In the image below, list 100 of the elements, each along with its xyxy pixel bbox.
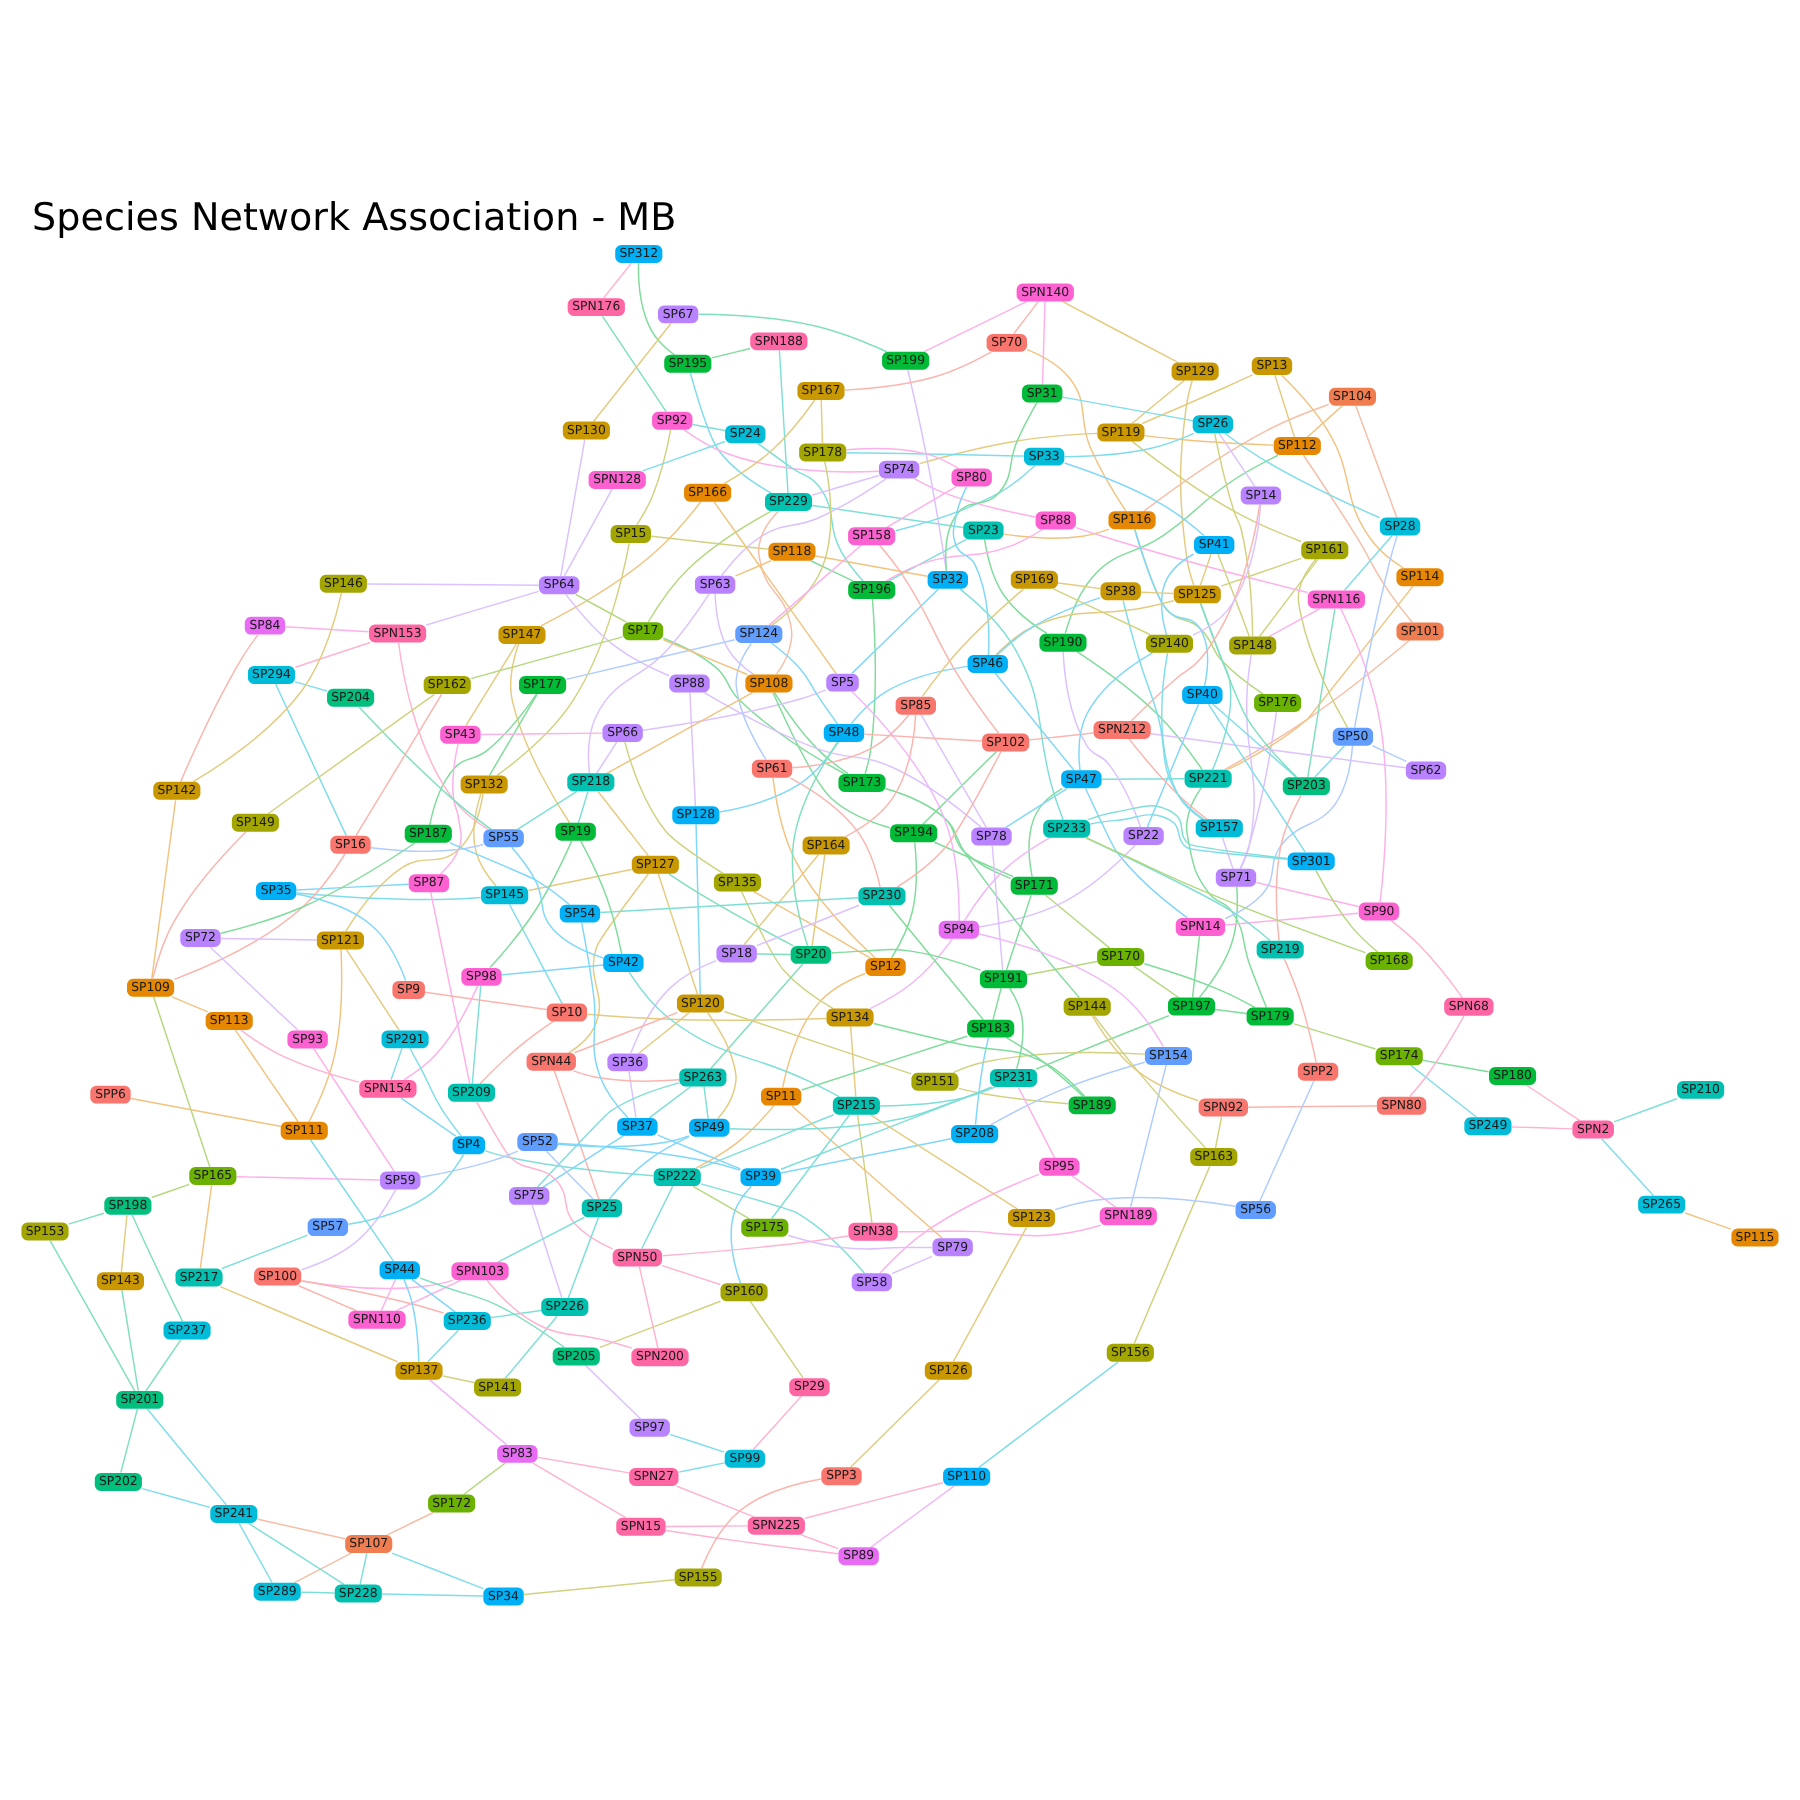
connector bbox=[869, 1114, 1019, 1210]
connector bbox=[1064, 454, 1279, 635]
connector bbox=[479, 1020, 554, 1085]
connector bbox=[542, 1135, 624, 1188]
connector bbox=[121, 1289, 139, 1392]
connector bbox=[508, 903, 563, 1005]
connector bbox=[1063, 462, 1205, 537]
connector bbox=[913, 477, 1036, 518]
connector bbox=[608, 1136, 690, 1200]
connector bbox=[300, 1591, 336, 1594]
connector bbox=[1005, 787, 1068, 828]
connector bbox=[1199, 602, 1298, 778]
connector bbox=[152, 831, 247, 980]
connector bbox=[471, 985, 482, 1085]
connector bbox=[1085, 837, 1367, 954]
connector bbox=[720, 478, 887, 577]
connector bbox=[442, 1375, 475, 1384]
connector bbox=[692, 1185, 750, 1220]
connector bbox=[424, 991, 548, 1011]
connector bbox=[1141, 374, 1254, 425]
connector bbox=[1221, 836, 1234, 870]
connector bbox=[234, 1029, 299, 1123]
connector bbox=[1224, 745, 1354, 920]
connector bbox=[1093, 1015, 1206, 1149]
connector bbox=[770, 642, 839, 725]
connector bbox=[650, 535, 769, 550]
connector bbox=[638, 1266, 659, 1349]
connector bbox=[49, 1239, 136, 1392]
connector bbox=[1224, 639, 1410, 771]
connector bbox=[791, 714, 910, 769]
connector bbox=[1005, 894, 1032, 971]
connector bbox=[772, 777, 876, 959]
connector bbox=[386, 1511, 434, 1536]
connector bbox=[430, 891, 471, 1085]
connector bbox=[695, 823, 701, 996]
connector bbox=[527, 868, 633, 892]
connector bbox=[642, 689, 827, 731]
connector bbox=[1224, 432, 1381, 519]
connector bbox=[312, 1048, 395, 1173]
connector bbox=[1218, 432, 1256, 488]
connector bbox=[780, 1138, 952, 1174]
connector bbox=[695, 1104, 775, 1169]
connector bbox=[347, 1153, 465, 1226]
connector bbox=[1129, 1064, 1167, 1208]
connector bbox=[199, 1184, 213, 1270]
connector bbox=[1281, 374, 1405, 569]
connector bbox=[863, 733, 983, 742]
connector bbox=[789, 777, 881, 888]
connector bbox=[120, 1214, 128, 1273]
connector bbox=[856, 1114, 873, 1224]
connector bbox=[586, 1013, 828, 1021]
connector bbox=[603, 262, 633, 299]
connector bbox=[294, 681, 328, 692]
connector bbox=[220, 937, 318, 941]
connector bbox=[1026, 348, 1127, 513]
connector bbox=[810, 560, 854, 582]
connector bbox=[1071, 1175, 1117, 1208]
connector bbox=[879, 1173, 1040, 1274]
connector bbox=[1143, 434, 1275, 446]
connector bbox=[869, 938, 954, 1010]
connector bbox=[151, 1183, 190, 1199]
connector bbox=[952, 1226, 1028, 1363]
connector bbox=[397, 642, 489, 830]
connector bbox=[637, 262, 675, 356]
connector bbox=[1140, 591, 1175, 595]
connector bbox=[1161, 652, 1204, 820]
connector bbox=[557, 1142, 741, 1171]
connector bbox=[1028, 787, 1063, 878]
connector bbox=[665, 1529, 839, 1555]
connector bbox=[752, 1395, 802, 1451]
connector bbox=[381, 1593, 484, 1597]
connector bbox=[390, 1047, 403, 1081]
connector bbox=[429, 693, 538, 826]
connector bbox=[1076, 651, 1203, 771]
connector bbox=[699, 1114, 835, 1169]
connector bbox=[1075, 526, 1309, 594]
connector bbox=[344, 793, 484, 933]
connector bbox=[298, 1285, 358, 1312]
connector bbox=[1128, 738, 1208, 820]
connector bbox=[920, 714, 987, 829]
connector bbox=[585, 1364, 642, 1420]
connector bbox=[1130, 504, 1261, 722]
connector bbox=[1198, 886, 1238, 999]
connector bbox=[439, 743, 462, 875]
connector bbox=[1101, 778, 1185, 780]
connector bbox=[864, 598, 876, 775]
connector bbox=[648, 1085, 692, 1119]
connector bbox=[358, 706, 492, 831]
connector bbox=[235, 1175, 381, 1181]
connector bbox=[173, 853, 346, 981]
connector bbox=[844, 714, 917, 838]
connector bbox=[1185, 787, 1268, 1009]
connector bbox=[1122, 599, 1205, 820]
connector bbox=[1684, 1212, 1732, 1230]
connector bbox=[730, 1185, 752, 1284]
connector bbox=[772, 692, 891, 829]
connector bbox=[565, 593, 670, 677]
connector bbox=[1191, 935, 1201, 999]
connector bbox=[476, 1101, 614, 1250]
connector bbox=[959, 588, 1064, 821]
